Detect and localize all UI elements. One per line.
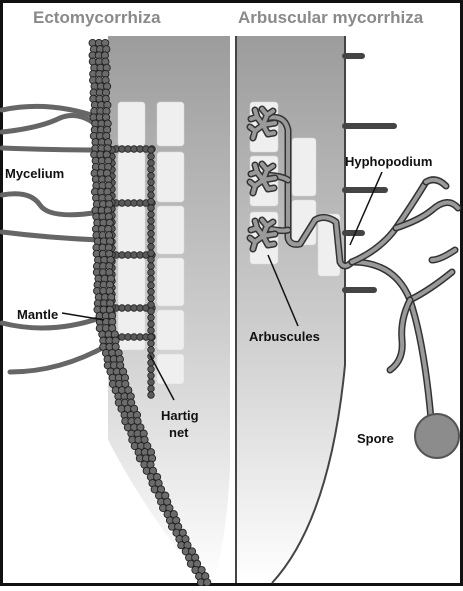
hartig-bead	[148, 327, 155, 334]
root-cell	[157, 102, 184, 146]
hartig-bead	[148, 173, 155, 180]
title-ectomycorrhiza: Ectomycorrhiza	[33, 8, 161, 27]
hartig-bead	[148, 295, 155, 302]
hartig-bead	[148, 185, 155, 192]
root-cell	[157, 206, 184, 254]
label-mycelium: Mycelium	[5, 166, 64, 181]
label-hyphopodium: Hyphopodium	[345, 154, 432, 169]
root-cell	[292, 138, 316, 196]
root-cell	[118, 258, 145, 306]
hartig-bead	[148, 340, 155, 347]
hartig-bead	[148, 314, 155, 321]
root-cell	[157, 152, 184, 202]
hartig-bead	[148, 192, 155, 199]
hartig-bead	[148, 392, 155, 399]
hartig-bead	[148, 276, 155, 283]
hartig-bead	[148, 256, 155, 263]
hartig-bead	[148, 153, 155, 160]
leader-hyphopodium	[350, 172, 382, 245]
hartig-bead	[148, 250, 155, 257]
root-cell	[118, 310, 145, 350]
root-cell	[157, 354, 184, 384]
root-cell	[157, 258, 184, 306]
hartig-bead	[148, 263, 155, 270]
hartig-bead	[148, 289, 155, 296]
root-cell	[118, 206, 145, 254]
root-cell	[157, 310, 184, 350]
spore-circle	[415, 414, 459, 458]
hartig-bead	[148, 160, 155, 167]
hypha	[2, 148, 100, 150]
hypha-extraradical	[410, 272, 452, 300]
hartig-bead	[148, 347, 155, 354]
hartig-bead	[148, 282, 155, 289]
hartig-bead	[148, 301, 155, 308]
hartig-bead	[148, 321, 155, 328]
hypha-extraradical	[390, 300, 410, 370]
mantle-bead	[204, 579, 211, 586]
hartig-bead	[148, 179, 155, 186]
hartig-bead	[148, 237, 155, 244]
hartig-bead	[148, 385, 155, 392]
hartig-bead	[148, 147, 155, 154]
label-hartig-net-line2: net	[169, 425, 189, 440]
hypha	[2, 194, 100, 215]
hartig-bead	[148, 218, 155, 225]
hartig-bead	[148, 224, 155, 231]
hartig-bead	[148, 269, 155, 276]
root-cell	[118, 152, 145, 202]
hartig-bead	[148, 198, 155, 205]
hartig-bead	[148, 166, 155, 173]
hartig-bead	[148, 243, 155, 250]
hypha	[2, 116, 100, 132]
hartig-bead	[148, 205, 155, 212]
label-mantle: Mantle	[17, 307, 58, 322]
label-spore: Spore	[357, 431, 394, 446]
hartig-bead	[148, 231, 155, 238]
label-hartig-net-line1: Hartig	[161, 408, 199, 423]
extraradical-hyphae	[352, 180, 458, 430]
hartig-bead	[148, 308, 155, 315]
hartig-bead	[148, 372, 155, 379]
label-arbuscules: Arbuscules	[249, 329, 320, 344]
hartig-bead	[148, 379, 155, 386]
root-cell	[118, 102, 145, 146]
hartig-bead	[148, 334, 155, 341]
hypha	[10, 345, 108, 372]
hartig-bead	[148, 211, 155, 218]
hypha	[2, 232, 100, 240]
hartig-bead	[148, 366, 155, 373]
title-arbuscular-mycorrhiza: Arbuscular mycorrhiza	[238, 8, 424, 27]
